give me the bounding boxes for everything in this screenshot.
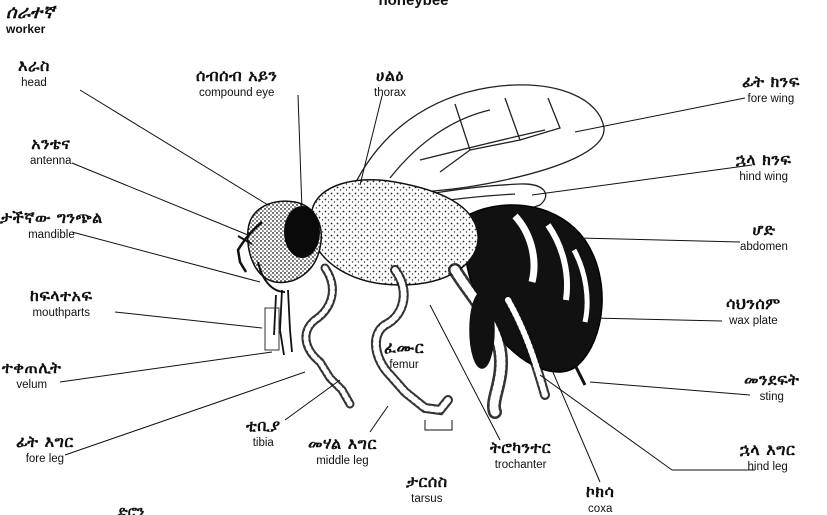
label-mouthparts-amharic: ከፍላተአፍ	[30, 288, 92, 305]
label-tarsus-amharic: ታርሰስ	[406, 474, 448, 491]
label-velum: ተቀጠሊት velum	[2, 360, 61, 391]
label-thorax: ሀልዕ thorax	[374, 68, 406, 99]
label-abdomen-amharic: ሆድ	[740, 222, 788, 239]
mouthparts-body	[265, 290, 292, 355]
label-compound-eye-english: compound eye	[196, 87, 277, 99]
label-compound-eye: ሰብሰብ አይን compound eye	[196, 68, 277, 99]
label-mandible-amharic: ታችኛው ግንጭል	[0, 210, 103, 227]
label-thorax-amharic: ሀልዕ	[374, 68, 406, 85]
label-antenna-amharic: አንቴና	[30, 136, 72, 153]
label-hind-leg: ኋላ እግር hind leg	[740, 442, 795, 473]
label-compound-eye-amharic: ሰብሰብ አይን	[196, 68, 277, 85]
fore-wing-shape	[352, 85, 604, 192]
label-abdomen-english: abdomen	[740, 241, 788, 253]
label-sting: መንደፍት sting	[744, 372, 799, 403]
label-coxa-amharic: ኮክሳ	[586, 484, 614, 501]
label-hind-leg-english: hind leg	[740, 461, 795, 473]
label-fore-leg-amharic: ፊት እግር	[16, 434, 74, 451]
label-sting-english: sting	[744, 391, 799, 403]
cropped-bottom-label: ድሮን	[118, 504, 144, 515]
head-body	[248, 201, 322, 292]
label-velum-amharic: ተቀጠሊት	[2, 360, 61, 377]
caste-label-english: worker	[6, 23, 55, 36]
label-fore-leg-english: fore leg	[16, 453, 74, 465]
label-abdomen: ሆድ abdomen	[740, 222, 788, 253]
label-antenna: አንቴና antenna	[30, 136, 72, 167]
caste-label-amharic: ሰራተኛ	[6, 4, 55, 23]
label-hind-wing-english: hind wing	[736, 171, 791, 183]
label-tibia-amharic: ቲቢያ	[246, 418, 281, 435]
label-trochanter-english: trochanter	[490, 459, 551, 471]
label-coxa-english: coxa	[586, 503, 614, 515]
label-tibia: ቲቢያ tibia	[246, 418, 281, 449]
label-mandible-english: mandible	[0, 229, 103, 241]
label-middle-leg-amharic: መሃል እግር	[308, 436, 377, 453]
compound-eye-shape	[284, 206, 320, 258]
label-femur-english: femur	[384, 359, 424, 371]
label-fore-leg: ፊት እግር fore leg	[16, 434, 74, 465]
label-wax-plate-english: wax plate	[726, 315, 781, 327]
label-hind-wing: ኋላ ክንፍ hind wing	[736, 152, 791, 183]
label-velum-english: velum	[2, 379, 61, 391]
label-middle-leg-english: middle leg	[308, 455, 377, 467]
label-middle-leg: መሃል እግር middle leg	[308, 436, 377, 467]
label-femur-amharic: ፈሙር	[384, 340, 424, 357]
label-sting-amharic: መንደፍት	[744, 372, 799, 389]
label-antenna-english: antenna	[30, 155, 72, 167]
label-femur: ፈሙር femur	[384, 340, 424, 371]
label-tibia-english: tibia	[246, 437, 281, 449]
label-thorax-english: thorax	[374, 87, 406, 99]
label-wax-plate: ሳህንሰም wax plate	[726, 296, 781, 327]
label-fore-wing-amharic: ፊት ክንፍ	[742, 74, 800, 91]
label-head-amharic: እራስ	[18, 58, 50, 75]
label-head: እራስ head	[18, 58, 50, 89]
label-trochanter-amharic: ትሮካንተር	[490, 440, 551, 457]
label-coxa: ኮክሳ coxa	[586, 484, 614, 515]
label-tarsus-english: tarsus	[406, 493, 448, 505]
label-wax-plate-amharic: ሳህንሰም	[726, 296, 781, 313]
label-head-english: head	[18, 77, 50, 89]
diagram-title: honeybee	[0, 0, 827, 9]
label-fore-wing: ፊት ክንፍ fore wing	[742, 74, 800, 105]
label-mandible: ታችኛው ግንጭል mandible	[0, 210, 103, 241]
fore-leg-shape	[306, 268, 350, 404]
caste-label: ሰራተኛ worker	[6, 4, 55, 35]
label-hind-wing-amharic: ኋላ ክንፍ	[736, 152, 791, 169]
label-tarsus: ታርሰስ tarsus	[406, 474, 448, 505]
label-mouthparts-english: mouthparts	[30, 307, 92, 319]
label-mouthparts: ከፍላተአፍ mouthparts	[30, 288, 92, 319]
label-hind-leg-amharic: ኋላ እግር	[740, 442, 795, 459]
label-fore-wing-english: fore wing	[742, 93, 800, 105]
label-trochanter: ትሮካንተር trochanter	[490, 440, 551, 471]
